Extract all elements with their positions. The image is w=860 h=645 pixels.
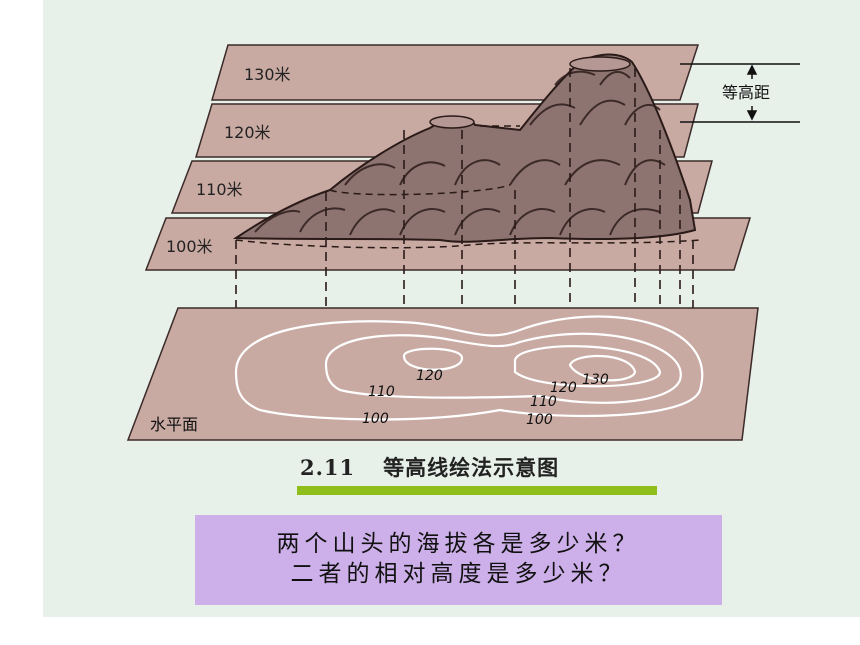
figure-title: 等高线绘法示意图 <box>383 455 560 480</box>
plane-label-120: 120米 <box>224 123 271 142</box>
interval-label: 等高距 <box>722 83 770 102</box>
figure-caption: 2.11 等高线绘法示意图 <box>300 452 660 482</box>
question-box: 两个山头的海拔各是多少米？ 二者的相对高度是多少米？ <box>195 515 722 605</box>
contour-120-right <box>513 345 662 388</box>
contour-label: 120 <box>550 380 577 396</box>
contour-label: 120 <box>416 368 443 384</box>
base-plane-label: 水平面 <box>150 415 198 434</box>
contour-label: 100 <box>526 412 553 428</box>
peak-130-cap <box>569 56 631 72</box>
mountain-body <box>232 53 697 243</box>
question-line-1: 两个山头的海拔各是多少米？ <box>276 531 641 557</box>
plane-label-100: 100米 <box>166 237 213 256</box>
plane-label-130: 130米 <box>244 65 291 84</box>
base-plane <box>126 307 759 441</box>
contour-110 <box>324 332 682 404</box>
contour-130 <box>568 354 637 382</box>
peak-120-cap <box>429 115 475 129</box>
contour-label: 100 <box>362 411 389 427</box>
contour-120-left <box>402 347 464 371</box>
contour-100 <box>234 315 704 421</box>
contour-label: 110 <box>368 384 395 400</box>
contour-label: 110 <box>530 394 557 410</box>
plane-label-110: 110米 <box>196 180 243 199</box>
figure-number: 2.11 <box>300 455 356 480</box>
question-line-2: 二者的相对高度是多少米？ <box>290 561 627 587</box>
contour-label: 130 <box>582 372 609 388</box>
caption-underline <box>297 486 657 495</box>
